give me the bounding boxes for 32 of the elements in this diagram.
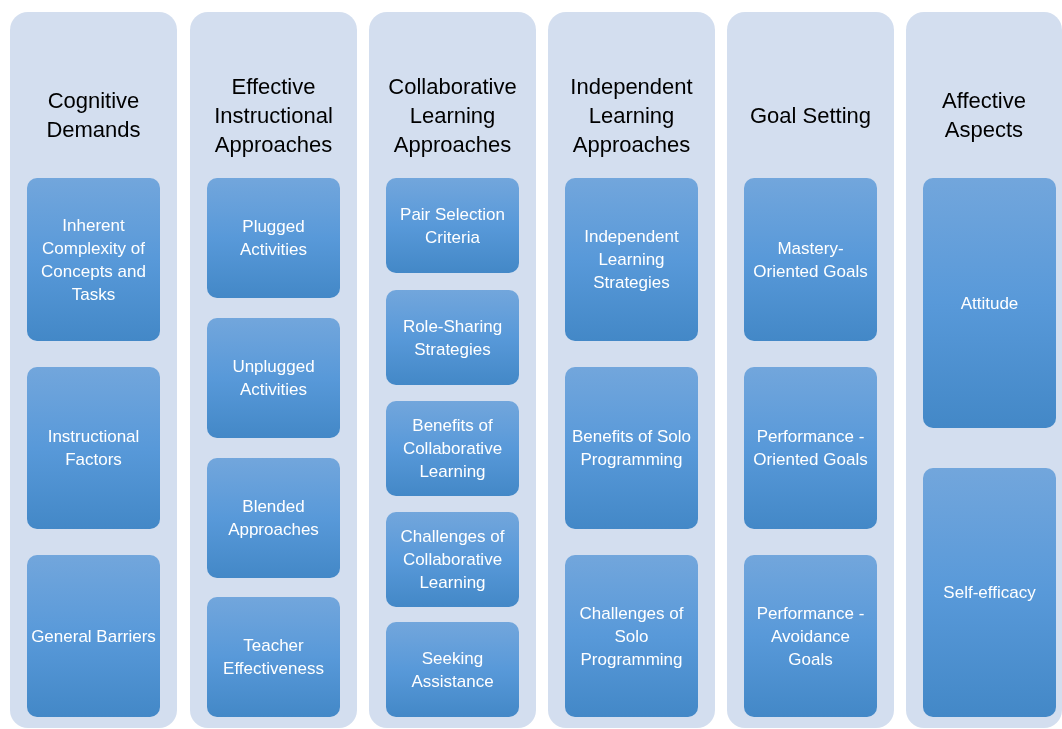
topic-box: Seeking Assistance xyxy=(386,622,519,717)
topic-box: Mastery-Oriented Goals xyxy=(744,178,877,341)
column-heading: Cognitive Demands xyxy=(45,87,142,144)
category-column xyxy=(10,12,177,728)
category-column xyxy=(369,12,536,728)
topic-box: Benefits of Collaborative Learning xyxy=(386,401,519,496)
column-heading: Effective Instructional Approaches xyxy=(213,72,334,159)
topic-box: Blended Approaches xyxy=(207,458,340,578)
topic-box: General Barriers xyxy=(27,555,160,717)
topic-box: Performance -Avoidance Goals xyxy=(744,555,877,717)
topic-box: Performance -Oriented Goals xyxy=(744,367,877,529)
topic-box: Inherent Complexity of Concepts and Tasks xyxy=(27,178,160,341)
category-column xyxy=(190,12,357,728)
topic-box: Self-efficacy xyxy=(923,468,1056,717)
topic-box: Independent Learning Strategies xyxy=(565,178,698,341)
category-column xyxy=(548,12,715,728)
topic-box: Instructional Factors xyxy=(27,367,160,529)
topic-box: Attitude xyxy=(923,178,1056,428)
topic-box: Role-Sharing Strategies xyxy=(386,290,519,385)
column-heading: Affective Aspects xyxy=(941,87,1027,144)
category-column xyxy=(906,12,1062,728)
category-column xyxy=(727,12,894,728)
topic-box: Challenges of Solo Programming xyxy=(565,555,698,717)
column-heading: Collaborative Learning Approaches xyxy=(387,72,518,159)
topic-box: Plugged Activities xyxy=(207,178,340,298)
topic-box: Benefits of Solo Programming xyxy=(565,367,698,529)
column-heading: Independent Learning Approaches xyxy=(569,72,694,159)
topic-box: Challenges of Collaborative Learning xyxy=(386,512,519,607)
topic-box: Teacher Effectiveness xyxy=(207,597,340,717)
topic-box: Unplugged Activities xyxy=(207,318,340,438)
topic-box: Pair Selection Criteria xyxy=(386,178,519,273)
column-heading: Goal Setting xyxy=(749,101,872,130)
